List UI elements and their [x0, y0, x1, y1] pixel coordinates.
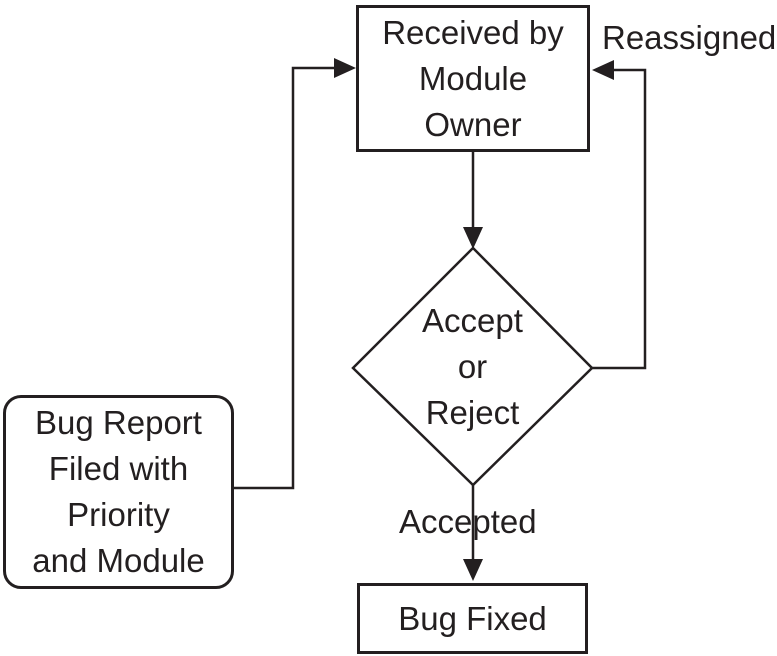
arrowhead-down-icon	[463, 559, 483, 581]
node-bug-report-filed: Bug Report Filed with Priority and Modul…	[3, 395, 234, 589]
edge-label-reassigned: Reassigned	[602, 19, 777, 56]
edge-label-accepted: Accepted	[399, 503, 537, 540]
arrowhead-down-icon	[463, 227, 483, 249]
node-bug-fixed: Bug Fixed	[357, 583, 588, 654]
node-received-by-module-owner: Received by Module Owner	[356, 5, 590, 152]
arrowhead-right-icon	[334, 58, 356, 78]
edge-decision-to-received-reassigned	[591, 68, 647, 370]
arrowhead-left-icon	[592, 60, 614, 80]
edge-bug-report-to-received	[233, 66, 336, 490]
node-accept-or-reject-label: Accept or Reject	[422, 301, 523, 431]
